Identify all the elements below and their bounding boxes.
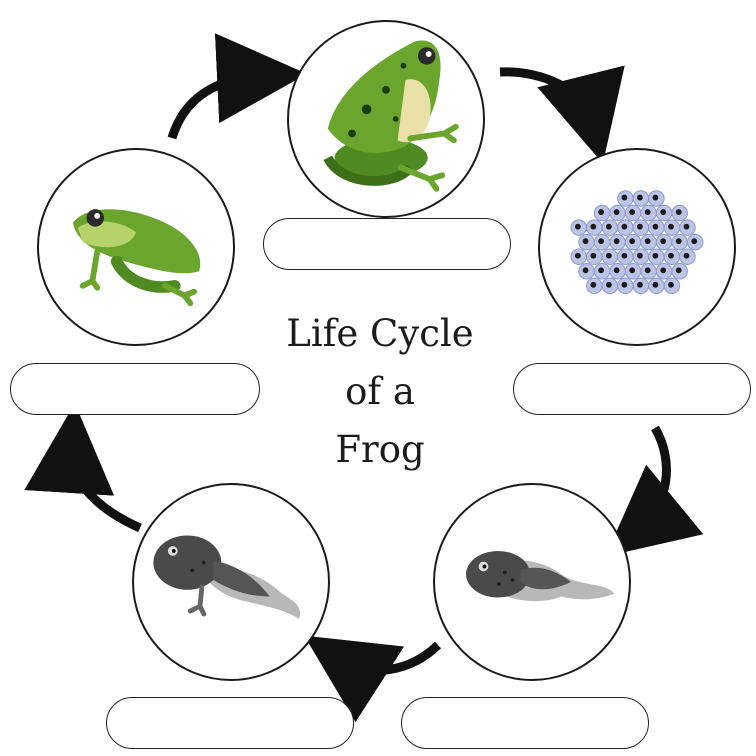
title-line-1: Life Cycle	[270, 305, 490, 363]
egg-embryo	[621, 224, 627, 230]
egg-embryo	[629, 267, 635, 273]
title-line-2: of a	[270, 363, 490, 421]
egg-embryo	[637, 195, 643, 201]
stage-adult-frog	[287, 20, 485, 218]
egg-embryo	[606, 253, 612, 259]
egg-embryo	[614, 209, 620, 215]
egg-embryo	[668, 282, 674, 288]
egg-embryo	[676, 267, 682, 273]
arrow-eggs-to-tadpole	[640, 428, 666, 528]
egg-embryo	[645, 267, 651, 273]
froglet-icon	[39, 150, 233, 344]
egg-embryo	[637, 253, 643, 259]
egg-embryo	[621, 253, 627, 259]
adult-frog-icon	[289, 22, 483, 216]
egg-embryo	[606, 224, 612, 230]
egg-embryo	[598, 238, 604, 244]
arrow-tadpole-to-legged	[342, 645, 438, 670]
egg-embryo	[645, 238, 651, 244]
egg-embryo	[614, 238, 620, 244]
stage-froglet	[37, 148, 235, 346]
egg-embryo	[676, 238, 682, 244]
arrow-legged-to-froglet	[72, 448, 140, 528]
egg-embryo	[653, 195, 659, 201]
egg-embryo	[653, 253, 659, 259]
stage-tadpole	[433, 483, 631, 681]
egg-embryo	[590, 253, 596, 259]
tadpole-with-legs-icon	[134, 485, 328, 679]
egg-embryo	[575, 224, 581, 230]
egg-embryo	[583, 267, 589, 273]
egg-embryo	[629, 238, 635, 244]
egg-embryo	[684, 253, 690, 259]
diagram-title: Life Cycle of a Frog	[270, 305, 490, 479]
label-box-adult-frog[interactable]	[263, 218, 511, 270]
egg-embryo	[598, 267, 604, 273]
arrow-froglet-to-adult	[172, 76, 262, 138]
egg-embryo	[653, 224, 659, 230]
egg-embryo	[621, 195, 627, 201]
egg-embryo	[598, 209, 604, 215]
egg-embryo	[660, 238, 666, 244]
egg-embryo	[691, 238, 697, 244]
label-box-frog-eggs[interactable]	[513, 363, 751, 415]
egg-embryo	[621, 282, 627, 288]
egg-embryo	[645, 209, 651, 215]
label-box-froglet[interactable]	[10, 363, 260, 415]
stage-tadpole-with-legs	[132, 483, 330, 681]
arrow-adult-to-eggs	[500, 72, 592, 120]
egg-embryo	[637, 282, 643, 288]
egg-embryo	[575, 253, 581, 259]
egg-embryo	[637, 224, 643, 230]
egg-embryo	[684, 224, 690, 230]
stage-frog-eggs	[538, 148, 736, 346]
tadpole-icon	[435, 485, 629, 679]
egg-embryo	[629, 209, 635, 215]
egg-embryo	[660, 267, 666, 273]
egg-embryo	[660, 209, 666, 215]
egg-embryo	[676, 209, 682, 215]
egg-embryo	[668, 224, 674, 230]
label-box-tadpole-with-legs[interactable]	[106, 697, 354, 749]
egg-embryo	[668, 253, 674, 259]
egg-embryo	[590, 282, 596, 288]
frog-eggs-icon	[540, 150, 734, 344]
egg-embryo	[653, 282, 659, 288]
label-box-tadpole[interactable]	[401, 697, 649, 749]
egg-embryo	[606, 282, 612, 288]
title-line-3: Frog	[270, 421, 490, 479]
egg-embryo	[583, 238, 589, 244]
egg-embryo	[614, 267, 620, 273]
egg-embryo	[590, 224, 596, 230]
